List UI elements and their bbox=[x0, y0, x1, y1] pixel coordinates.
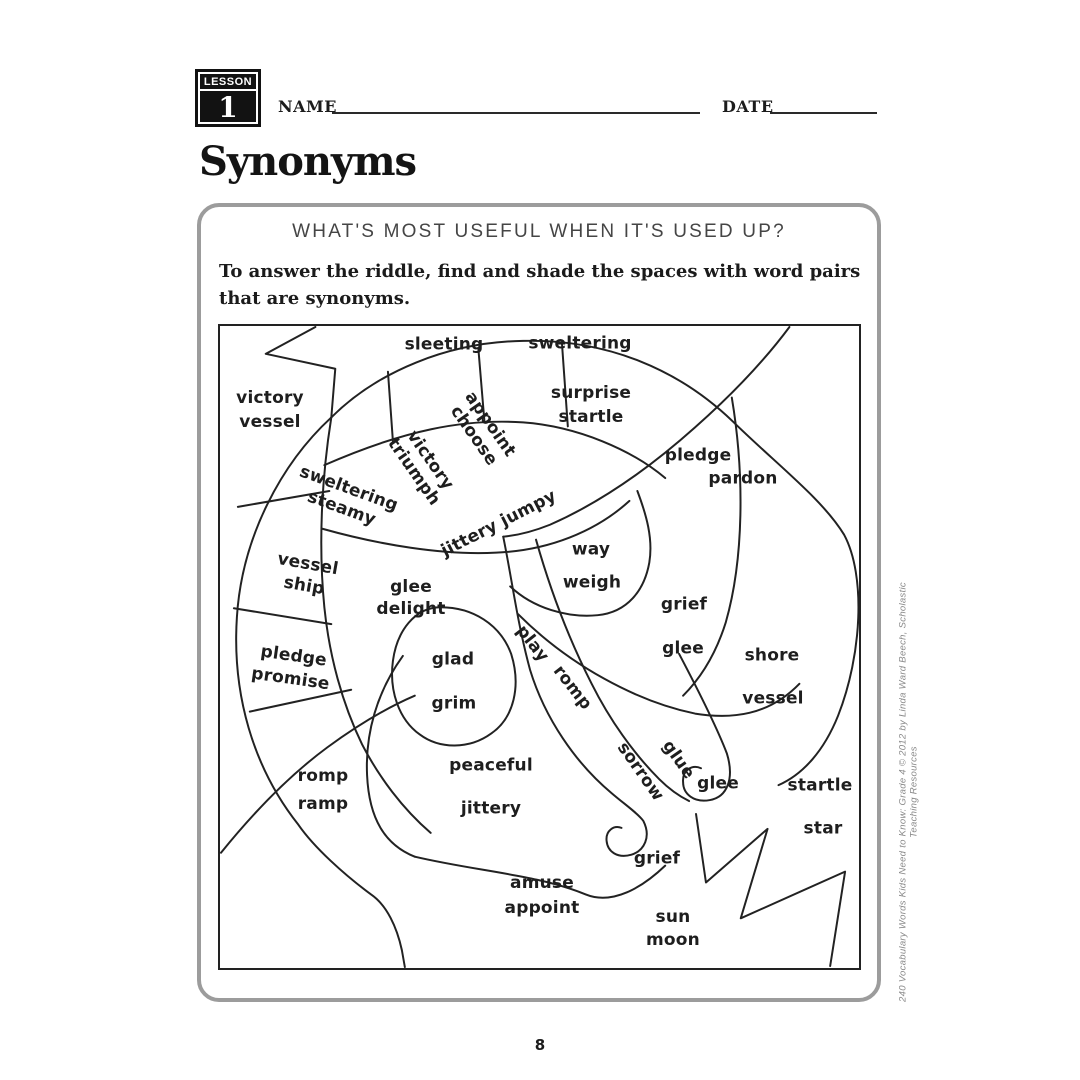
word-pair-label: surprise startle bbox=[550, 383, 632, 427]
canopy-band-arc-b bbox=[321, 499, 631, 555]
flag-zigzag-line bbox=[264, 326, 337, 419]
left-band-divider-line bbox=[248, 688, 353, 713]
way-weigh-oval-curve bbox=[509, 489, 652, 617]
lesson-badge: LESSON 1 bbox=[195, 69, 261, 127]
word-pair-label: way bbox=[571, 539, 611, 560]
word-pair-label: weigh bbox=[562, 572, 622, 593]
umbrella-shaft-left-line bbox=[502, 535, 648, 857]
word-pair-label: startle bbox=[787, 775, 853, 796]
copyright-credit: 240 Vocabulary Words Kids Need to Know: … bbox=[897, 582, 920, 1002]
word-pair-label: vessel bbox=[742, 688, 804, 709]
coloring-puzzle: sleeting sweltering victory vessel surprise… bbox=[218, 324, 861, 970]
word-pair-label: sweltering steamy bbox=[296, 461, 401, 530]
word-pair-label: glue bbox=[658, 736, 699, 783]
name-blank-line bbox=[332, 112, 700, 114]
crossing-s-curve bbox=[502, 326, 791, 538]
word-pair-label: shore bbox=[744, 645, 800, 666]
word-pair-label: peaceful bbox=[449, 755, 533, 776]
word-pair-label: grief bbox=[660, 594, 708, 615]
word-pair-label: romp ramp bbox=[297, 766, 349, 814]
word-pair-label: pledge promise bbox=[250, 641, 331, 695]
puzzle-labels: sleeting sweltering victory vessel surprise… bbox=[220, 326, 859, 968]
panel-divider-line bbox=[477, 347, 486, 422]
word-pair-label: glad bbox=[431, 649, 475, 670]
blob-bottom-curve bbox=[413, 855, 667, 899]
lesson-number: 1 bbox=[218, 91, 238, 124]
word-pair-label: glee delight bbox=[376, 577, 446, 619]
word-pair-label: jittery jumpy bbox=[437, 485, 560, 562]
lower-left-sweep-curve bbox=[220, 694, 416, 854]
word-pair-label: pledge bbox=[664, 445, 732, 466]
umbrella-line-art bbox=[220, 326, 859, 968]
word-pair-label: grief bbox=[633, 848, 681, 869]
left-band-divider-line bbox=[232, 607, 333, 626]
grief-shore-divider-curve bbox=[682, 396, 742, 697]
word-pair-label: vessel ship bbox=[275, 548, 340, 600]
lesson-badge-frame: LESSON 1 bbox=[198, 72, 258, 124]
word-pair-label: appoint choose bbox=[446, 387, 520, 470]
panel-divider-line bbox=[560, 340, 569, 428]
riddle-question: WHAT'S MOST USEFUL WHEN IT'S USED UP? bbox=[292, 221, 786, 242]
canopy-outer-left-arc bbox=[235, 416, 406, 968]
word-pair-label: pardon bbox=[708, 468, 778, 489]
canopy-band-arc-a bbox=[323, 420, 667, 480]
lightning-bolt-zigzag bbox=[695, 812, 847, 968]
word-pair-label: play bbox=[511, 621, 553, 666]
word-pair-label: grim bbox=[431, 693, 477, 714]
panel-divider-line bbox=[386, 370, 394, 443]
word-pair-label: glee bbox=[662, 638, 704, 659]
word-pair-label: romp bbox=[548, 661, 596, 714]
date-blank-line bbox=[770, 112, 877, 114]
lesson-badge-label: LESSON bbox=[200, 74, 256, 91]
word-pair-label: victory vessel bbox=[236, 388, 304, 432]
glad-grim-oval bbox=[391, 606, 517, 747]
word-pair-label: amuse appoint bbox=[504, 873, 580, 918]
word-pair-label: star bbox=[803, 818, 843, 839]
page-title: Synonyms bbox=[199, 138, 417, 185]
left-band-inner-arc bbox=[320, 416, 432, 834]
word-pair-label: glee bbox=[697, 773, 739, 794]
word-pair-label: sweltering bbox=[528, 333, 632, 354]
canopy-bottom-right-curve bbox=[517, 613, 801, 717]
instructions-text: To answer the riddle, find and shade the… bbox=[219, 261, 861, 309]
handle-hook-curl bbox=[678, 652, 731, 802]
word-pair-label: sleeting bbox=[404, 334, 484, 355]
word-pair-label: jittery bbox=[460, 798, 522, 819]
umbrella-shaft-right-line bbox=[535, 538, 691, 803]
page-number: 8 bbox=[534, 1036, 546, 1054]
date-label: DATE bbox=[722, 97, 774, 116]
word-pair-label: sun moon bbox=[646, 907, 700, 950]
name-label: NAME bbox=[278, 97, 337, 116]
canopy-top-arc bbox=[330, 339, 859, 787]
left-band-divider-line bbox=[236, 489, 331, 508]
blob-left-curve bbox=[365, 654, 416, 858]
